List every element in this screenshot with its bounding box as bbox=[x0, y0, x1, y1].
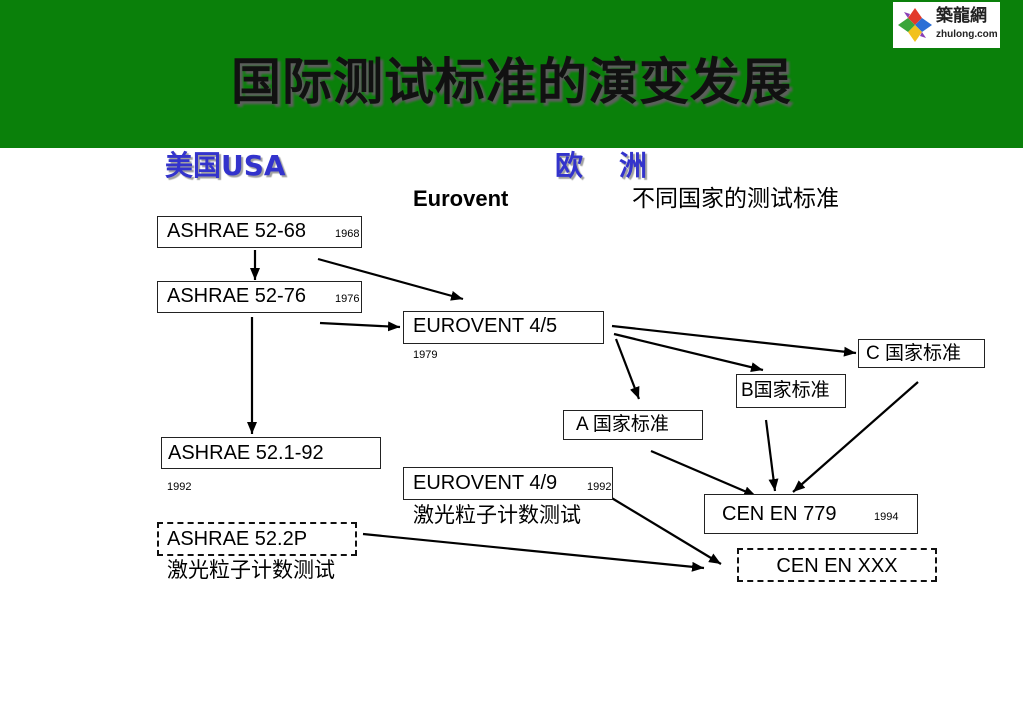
zhulong-pinwheel-logo-icon bbox=[898, 8, 932, 42]
logo-url-text: zhulong.com bbox=[936, 29, 998, 40]
header-band: 国际测试标准的演变发展 築龍網 zhulong.com bbox=[0, 0, 1023, 148]
subheading-national-standards: 不同国家的测试标准 bbox=[632, 186, 839, 211]
arrow-eurovent-4-9-to-cen-en-xxx bbox=[609, 496, 722, 565]
node-cen-en-779: CEN EN 779 1994 bbox=[704, 494, 918, 534]
year-ashrae-52-1-92: 1992 bbox=[167, 481, 192, 493]
node-ashrae-52-76: ASHRAE 52-76 1976 bbox=[157, 281, 362, 313]
node-national-a: A 国家标准 bbox=[563, 410, 703, 440]
node-label: C 国家标准 bbox=[866, 343, 962, 364]
logo-name: 築龍網 bbox=[936, 6, 987, 26]
arrow-52-68-to-eurovent-4-5 bbox=[317, 257, 464, 301]
node-label: EUROVENT 4/9 bbox=[413, 472, 558, 494]
node-label: CEN EN XXX bbox=[776, 555, 898, 577]
node-label: B国家标准 bbox=[741, 380, 830, 401]
node-label: CEN EN 779 bbox=[722, 503, 837, 525]
node-year: 1994 bbox=[874, 511, 899, 523]
arrow-c-to-cen-en-779 bbox=[792, 381, 919, 493]
arrow-52-76-to-eurovent-4-5 bbox=[319, 321, 401, 332]
arrow-eurovent-4-5-to-c bbox=[611, 324, 857, 357]
note-eurovent-4-9: 激光粒子计数测试 bbox=[413, 503, 581, 527]
node-year: 1976 bbox=[335, 293, 360, 305]
node-ashrae-52-68: ASHRAE 52-68 1968 bbox=[157, 216, 362, 248]
node-label: ASHRAE 52-68 bbox=[167, 220, 306, 242]
arrow-b-to-cen-en-779 bbox=[764, 419, 779, 492]
note-ashrae-52-2p: 激光粒子计数测试 bbox=[167, 558, 335, 582]
node-label: EUROVENT 4/5 bbox=[413, 315, 558, 337]
node-national-b: B国家标准 bbox=[736, 374, 846, 408]
node-year: 1968 bbox=[335, 228, 360, 240]
node-ashrae-52-1-92: ASHRAE 52.1-92 bbox=[161, 437, 381, 469]
arrow-a-to-cen-en-779 bbox=[650, 449, 757, 498]
node-national-c: C 国家标准 bbox=[858, 339, 985, 368]
node-year: 1992 bbox=[587, 481, 612, 493]
node-eurovent-4-5: EUROVENT 4/5 bbox=[403, 311, 604, 344]
arrow-eurovent-4-5-to-a bbox=[614, 338, 641, 400]
node-ashrae-52-2p: ASHRAE 52.2P bbox=[157, 522, 357, 556]
node-label: ASHRAE 52.2P bbox=[167, 528, 308, 550]
subheading-eurovent: Eurovent bbox=[413, 186, 509, 211]
slide-title: 国际测试标准的演变发展 bbox=[231, 53, 792, 111]
node-label: ASHRAE 52.1-92 bbox=[168, 442, 324, 464]
region-heading-usa: 美国USA bbox=[165, 149, 286, 182]
node-cen-en-xxx: CEN EN XXX bbox=[737, 548, 937, 582]
node-label: A 国家标准 bbox=[576, 414, 669, 435]
node-label: ASHRAE 52-76 bbox=[167, 285, 306, 307]
arrow-52-2p-to-cen-en-xxx bbox=[362, 532, 705, 572]
year-eurovent-4-5: 1979 bbox=[413, 349, 438, 361]
region-heading-europe: 欧 洲 bbox=[555, 149, 652, 182]
node-eurovent-4-9: EUROVENT 4/9 1992 bbox=[403, 467, 613, 500]
zhulong-logo: 築龍網 zhulong.com bbox=[893, 2, 1000, 48]
arrow-eurovent-4-5-to-b bbox=[613, 332, 764, 373]
